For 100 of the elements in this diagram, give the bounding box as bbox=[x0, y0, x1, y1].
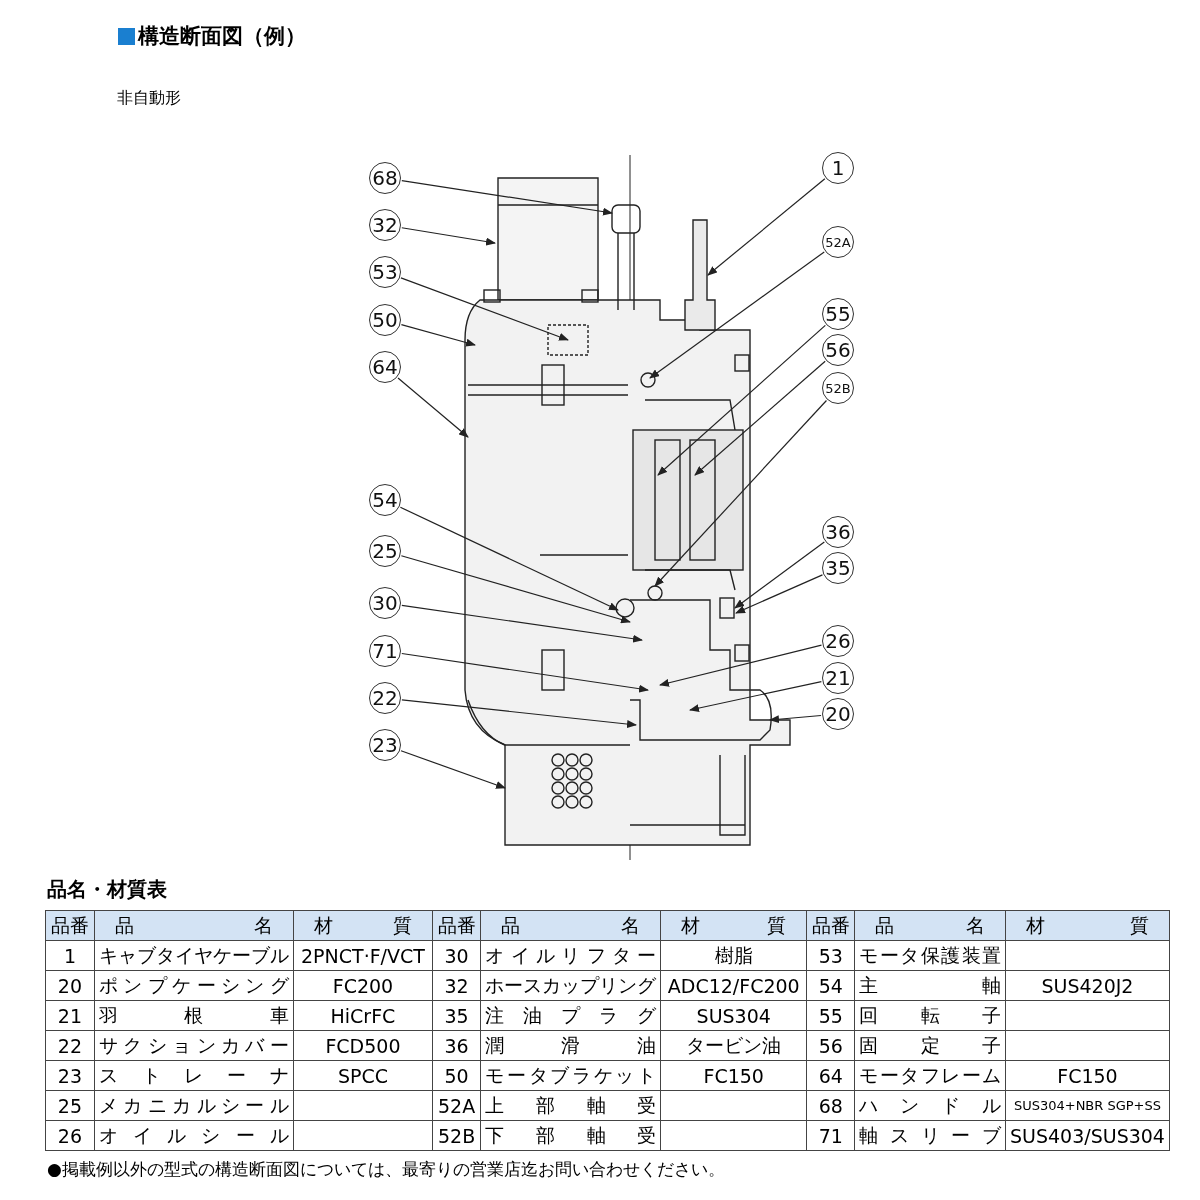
part-name: 固定子 bbox=[854, 1030, 1006, 1061]
leader-line bbox=[400, 750, 506, 789]
part-number: 56 bbox=[806, 1030, 855, 1061]
leader-line bbox=[399, 506, 619, 611]
part-name: モータ保護装置 bbox=[854, 940, 1006, 971]
callout-number: 26 bbox=[822, 625, 854, 657]
leader-line bbox=[400, 555, 631, 624]
leader-line bbox=[401, 180, 613, 216]
callout-number: 36 bbox=[822, 516, 854, 548]
leader-line bbox=[657, 324, 826, 476]
leader-line bbox=[400, 323, 476, 347]
part-number: 64 bbox=[806, 1060, 855, 1091]
material: ADC12/FC200 bbox=[660, 970, 807, 1001]
callout-number: 25 bbox=[369, 535, 401, 567]
part-name: サクションカバー bbox=[94, 1030, 294, 1061]
material: HiCrFC bbox=[293, 1000, 433, 1031]
leader-line bbox=[769, 714, 822, 724]
part-number: 71 bbox=[806, 1120, 855, 1151]
leader-line bbox=[397, 377, 469, 438]
callout-number: 50 bbox=[369, 304, 401, 336]
part-name: オイルリフター bbox=[480, 940, 661, 971]
callout-number: 52A bbox=[822, 226, 854, 258]
part-number: 35 bbox=[432, 1000, 481, 1031]
leader-line bbox=[401, 699, 637, 728]
column-header: 材質 bbox=[660, 910, 807, 941]
part-number: 22 bbox=[45, 1030, 95, 1061]
leader-line bbox=[400, 277, 569, 341]
table-title: 品名・材質表 bbox=[47, 876, 167, 903]
part-name: 注油プラグ bbox=[480, 1000, 661, 1031]
part-name: モータブラケット bbox=[480, 1060, 661, 1091]
part-number: 52B bbox=[432, 1120, 481, 1151]
callout-number: 35 bbox=[822, 552, 854, 584]
callout-number: 71 bbox=[369, 635, 401, 667]
material: FC150 bbox=[1005, 1060, 1170, 1091]
part-number: 54 bbox=[806, 970, 855, 1001]
part-name: 軸スリーブ bbox=[854, 1120, 1006, 1151]
callout-number: 55 bbox=[822, 298, 854, 330]
callout-number: 21 bbox=[822, 662, 854, 694]
title: 構造断面図（例） bbox=[138, 23, 306, 50]
part-name: ハンドル bbox=[854, 1090, 1006, 1121]
callout-number: 68 bbox=[369, 162, 401, 194]
material: SUS420J2 bbox=[1005, 970, 1170, 1001]
leader-line bbox=[649, 251, 825, 379]
callout-number: 22 bbox=[369, 682, 401, 714]
part-number: 23 bbox=[45, 1060, 95, 1091]
leader-line bbox=[689, 681, 822, 712]
part-number: 53 bbox=[806, 940, 855, 971]
material: SUS304+NBR SGP+SS bbox=[1005, 1090, 1170, 1121]
leader-line bbox=[735, 574, 824, 614]
subtitle: 非自動形 bbox=[117, 88, 181, 109]
callout-number: 52B bbox=[822, 372, 854, 404]
material: FCD500 bbox=[293, 1030, 433, 1061]
part-name: メカニカルシール bbox=[94, 1090, 294, 1121]
part-number: 68 bbox=[806, 1090, 855, 1121]
part-number: 21 bbox=[45, 1000, 95, 1031]
part-name: ポンプケーシング bbox=[94, 970, 294, 1001]
column-header: 材質 bbox=[1005, 910, 1170, 941]
part-number: 20 bbox=[45, 970, 95, 1001]
part-number: 52A bbox=[432, 1090, 481, 1121]
callout-number: 64 bbox=[369, 351, 401, 383]
part-name: 上部軸受 bbox=[480, 1090, 661, 1121]
part-name: 主軸 bbox=[854, 970, 1006, 1001]
part-name: ストレーナ bbox=[94, 1060, 294, 1091]
part-name: 回転子 bbox=[854, 1000, 1006, 1031]
part-number: 50 bbox=[432, 1060, 481, 1091]
leader-line bbox=[401, 604, 643, 643]
material: FC150 bbox=[660, 1060, 807, 1091]
leader-line bbox=[659, 644, 823, 687]
column-header: 品名 bbox=[854, 910, 1006, 941]
material: 樹脂 bbox=[660, 940, 807, 971]
part-name: キャブタイヤケーブル bbox=[94, 940, 294, 971]
part-number: 32 bbox=[432, 970, 481, 1001]
leader-line bbox=[654, 399, 828, 587]
callout-number: 30 bbox=[369, 587, 401, 619]
callout-number: 56 bbox=[822, 334, 854, 366]
part-name: オイルシール bbox=[94, 1120, 294, 1151]
column-header: 品番 bbox=[806, 910, 855, 941]
footnote: ●掲載例以外の型式の構造断面図については、最寄りの営業店迄お問い合わせください。 bbox=[47, 1158, 725, 1181]
part-number: 55 bbox=[806, 1000, 855, 1031]
callout-number: 53 bbox=[369, 256, 401, 288]
material: タービン油 bbox=[660, 1030, 807, 1061]
callout-number: 54 bbox=[369, 484, 401, 516]
part-name: 下部軸受 bbox=[480, 1120, 661, 1151]
material: SPCC bbox=[293, 1060, 433, 1091]
part-name: 羽根車 bbox=[94, 1000, 294, 1031]
material: 2PNCT·F/VCT bbox=[293, 940, 433, 971]
callout-number: 32 bbox=[369, 209, 401, 241]
callout-number: 20 bbox=[822, 698, 854, 730]
part-number: 26 bbox=[45, 1120, 95, 1151]
callout-number: 23 bbox=[369, 729, 401, 761]
material: SUS304 bbox=[660, 1000, 807, 1031]
leader-line bbox=[401, 652, 649, 693]
column-header: 品番 bbox=[45, 910, 95, 941]
column-header: 品名 bbox=[94, 910, 294, 941]
column-header: 材質 bbox=[293, 910, 433, 941]
leader-line bbox=[694, 360, 826, 476]
callout-number: 1 bbox=[822, 152, 854, 184]
material: FC200 bbox=[293, 970, 433, 1001]
part-number: 1 bbox=[45, 940, 95, 971]
part-number: 25 bbox=[45, 1090, 95, 1121]
